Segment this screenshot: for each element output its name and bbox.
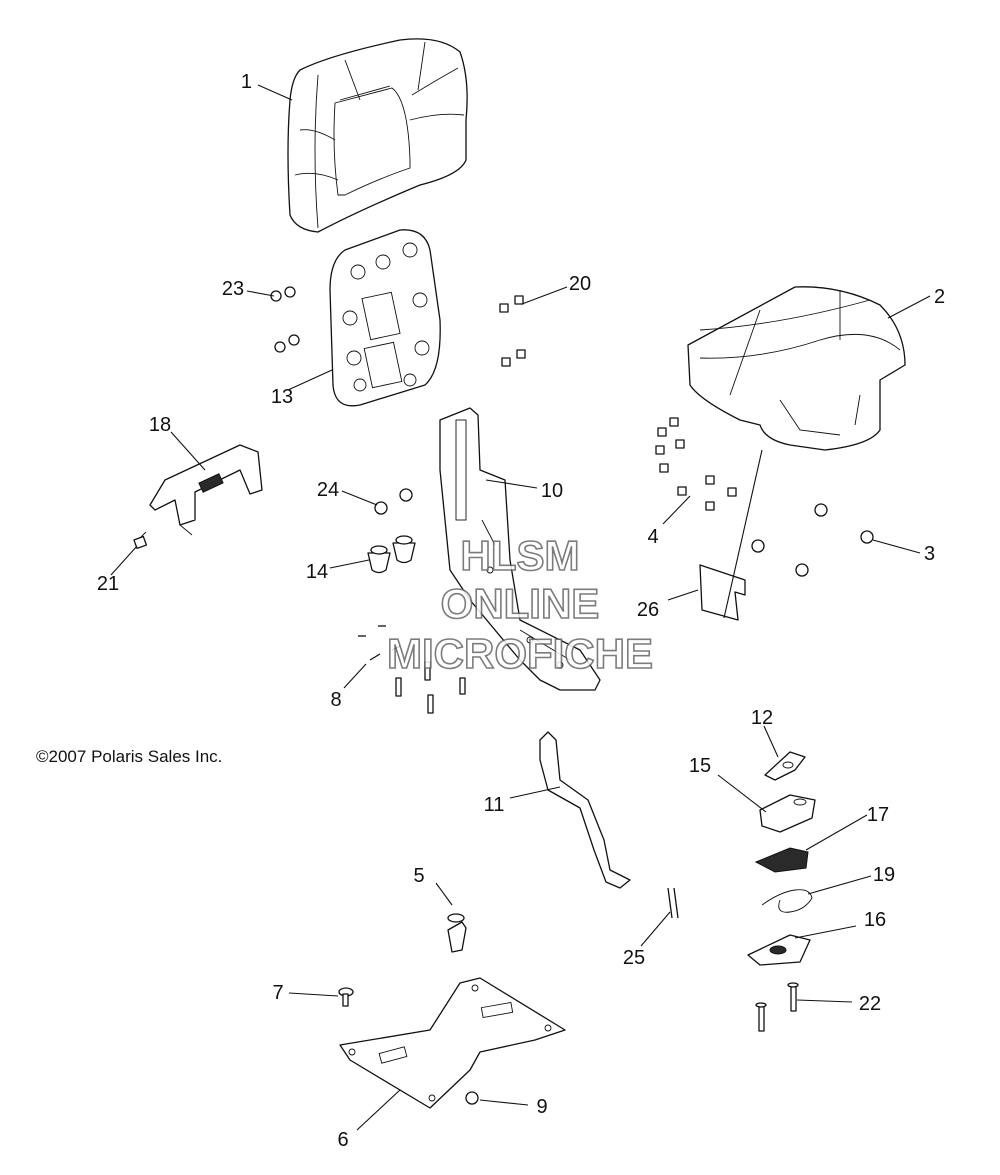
callout-14: 14 [306,561,328,583]
callout-3: 3 [924,543,935,565]
callout-11: 11 [484,794,505,816]
part-1-backrest-cushion[interactable] [287,38,468,233]
part-21-screw[interactable] [133,531,148,550]
part-17-latch[interactable] [754,847,809,873]
callout-2: 2 [934,286,945,308]
part-10-seat-frame[interactable] [439,407,601,691]
callout-20: 20 [569,273,591,295]
part-9-nut[interactable] [465,1091,479,1105]
watermark-line2: ONLINE [441,580,600,627]
part-3-nuts[interactable] [751,503,874,577]
part-5-plunger[interactable] [447,913,467,953]
part-14-bumpers[interactable] [367,535,416,574]
leader-lines [110,84,931,1131]
callout-12: 12 [751,707,773,729]
part-22-bolts[interactable] [755,982,799,1032]
part-26-label[interactable] [699,564,746,621]
part-25-pins[interactable] [667,887,679,919]
part-7-screw[interactable] [338,987,354,1007]
part-6-base-plate[interactable] [339,977,566,1109]
callout-17: 17 [867,804,889,826]
callout-labels: 1 2 3 4 5 6 7 8 9 10 11 12 13 14 15 16 1… [97,71,945,1151]
callout-25: 25 [623,947,645,969]
part-16-latch-base[interactable] [747,934,811,966]
part-11-rod[interactable] [539,731,631,889]
callout-24: 24 [317,479,339,501]
part-19-spring[interactable] [761,889,813,913]
part-23-nuts[interactable] [270,286,300,353]
callout-13: 13 [271,386,293,408]
part-12-plate[interactable] [764,751,806,781]
callout-23: 23 [222,278,244,300]
callout-8: 8 [330,689,341,711]
part-15-block[interactable] [759,794,816,833]
callout-10: 10 [541,480,563,502]
part-8-bolts[interactable] [358,625,466,714]
part-13-backrest-plate[interactable] [329,229,441,407]
callout-7: 7 [272,982,283,1004]
callout-1: 1 [241,71,252,93]
watermark: HLSM ONLINE MICROFICHE [386,531,654,678]
watermark-line1: HLSM [461,532,580,579]
copyright-text: ©2007 Polaris Sales Inc. [36,747,222,766]
callout-19: 19 [873,864,895,886]
callout-16: 16 [864,909,886,931]
part-18-bracket[interactable] [149,444,263,536]
part-24-nuts[interactable] [374,488,413,515]
callout-22: 22 [859,993,881,1015]
callout-5: 5 [413,865,424,887]
callout-21: 21 [97,573,119,595]
callout-26: 26 [637,599,659,621]
callout-4: 4 [647,526,658,548]
callout-9: 9 [536,1096,547,1118]
callout-18: 18 [149,414,171,436]
part-20-screws[interactable] [499,295,526,367]
part-2-seat-bottom[interactable] [687,286,906,451]
watermark-line3: MICROFICHE [387,630,653,677]
callout-6: 6 [337,1129,348,1151]
part-4-clips[interactable] [655,417,737,511]
callout-15: 15 [689,755,711,777]
